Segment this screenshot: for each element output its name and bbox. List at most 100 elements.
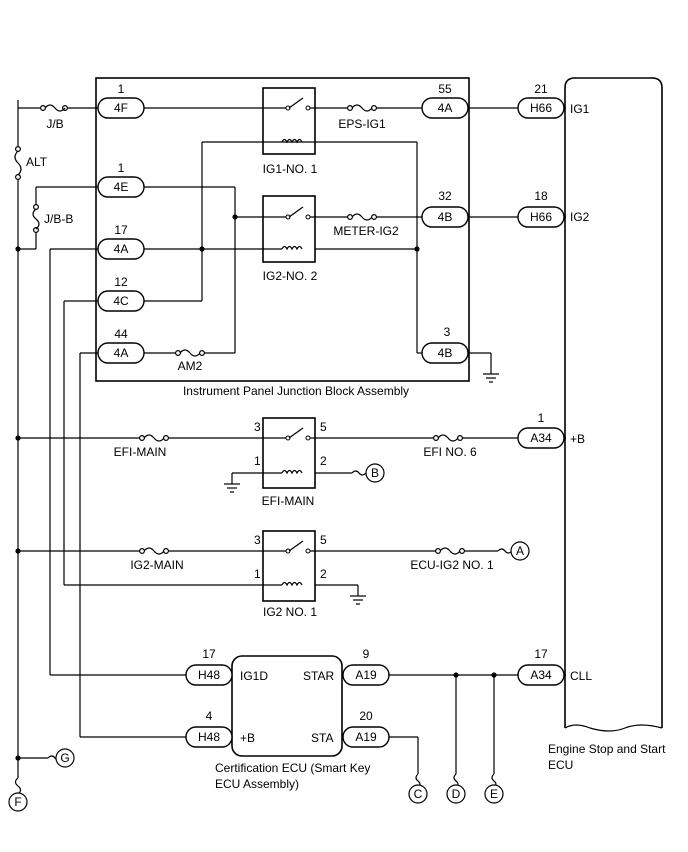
ground-efi [224, 483, 240, 493]
relay-ig1-no1: IG1-NO. 1 [262, 87, 318, 176]
connector-4a-44: 4A 44 [97, 327, 145, 364]
relay-ig2-no2: IG2-NO. 2 [262, 195, 318, 283]
cert-plus-b-label: +B [240, 731, 255, 745]
connector-name: H48 [198, 668, 220, 682]
relay-ig1-label: IG1-NO. 1 [263, 162, 318, 176]
connector-name: 4C [113, 294, 129, 308]
connector-name: H66 [530, 210, 552, 224]
fuse-am2-label: AM2 [178, 359, 203, 373]
relay-ig2-no1-label: IG2 NO. 1 [263, 605, 317, 619]
fuse-ecu-ig2-label: ECU-IG2 NO. 1 [410, 558, 494, 572]
cert-sta-label: STA [311, 731, 333, 745]
junction-block: Instrument Panel Junction Block Assembly [95, 77, 470, 398]
connector-pin: 3 [444, 325, 451, 339]
svg-text:D: D [452, 787, 461, 801]
connector-name: H66 [530, 101, 552, 115]
reference-markers: B A G F C D E [8, 463, 530, 812]
ground-symbols [224, 373, 499, 605]
svg-text:A: A [516, 544, 524, 558]
connector-pin: 4 [206, 709, 213, 723]
ecu-plus-b-pin-label: +B [570, 432, 585, 446]
connector-pin: 17 [534, 647, 548, 661]
cert-ig1d-label: IG1D [240, 669, 268, 683]
connector-pin: 12 [114, 275, 128, 289]
connector-4e-1: 4E 1 [97, 161, 145, 198]
connector-name: A19 [355, 668, 377, 682]
efi-pin-3: 3 [254, 420, 261, 434]
connector-pin: 1 [118, 82, 125, 96]
fuse-eps-ig1: EPS-IG1 [338, 104, 386, 131]
ecu-cll-pin-label: CLL [570, 669, 592, 683]
junction-block-title: Instrument Panel Junction Block Assembly [183, 384, 409, 398]
fuse-jbb-label: J/B-B [44, 212, 73, 226]
svg-text:G: G [60, 751, 69, 765]
connector-name: 4B [438, 346, 453, 360]
relays: IG1-NO. 1 IG2-NO. 2 3 5 1 2 EFI-MAIN [254, 87, 327, 619]
reference-a: A [510, 541, 530, 561]
connector-a34-1: A34 1 [517, 411, 565, 449]
svg-text:C: C [414, 787, 423, 801]
efi-pin-1: 1 [254, 454, 261, 468]
connector-name: A34 [530, 431, 552, 445]
ecu-ig1-pin-label: IG1 [570, 102, 590, 116]
connector-name: 4A [114, 242, 129, 256]
engine-stop-start-ecu: Engine Stop and Start ECU IG1 IG2 +B CLL [548, 77, 666, 772]
fuse-efi-no6-label: EFI NO. 6 [423, 445, 477, 459]
connector-h66-18: H66 18 [517, 189, 565, 228]
fuse-ig2-main-label: IG2-MAIN [130, 558, 183, 572]
fuse-efi-main: EFI-MAIN [114, 434, 170, 459]
fuse-alt: ALT [13, 146, 48, 181]
relay-efi-main: 3 5 1 2 EFI-MAIN [254, 417, 327, 508]
relay-ig2-no1: 3 5 1 2 IG2 NO. 1 [254, 530, 327, 619]
fuse-eps-label: EPS-IG1 [338, 117, 386, 131]
fuse-am2: AM2 [175, 349, 206, 373]
relay-ig2-label: IG2-NO. 2 [263, 269, 318, 283]
ecu-ig2-pin-label: IG2 [570, 210, 590, 224]
connector-pin: 20 [359, 709, 373, 723]
fuse-alt-label: ALT [26, 155, 48, 169]
ig2-pin-5: 5 [320, 533, 327, 547]
reference-d: D [446, 784, 466, 804]
connector-pin: 1 [538, 411, 545, 425]
connector-pin: 44 [114, 327, 128, 341]
reference-g: G [55, 748, 75, 768]
wires [14, 100, 566, 795]
fuse-jb-label: J/B [46, 117, 63, 131]
ig2-pin-2: 2 [320, 567, 327, 581]
connector-a19-20: A19 20 [342, 709, 390, 748]
connector-pin: 55 [438, 82, 452, 96]
connectors: 4F 1 4E 1 4A 17 4C 12 4A 44 4A 55 [97, 82, 565, 748]
connector-h48-17: H48 17 [185, 647, 233, 686]
cert-ecu-label-2: ECU Assembly) [215, 777, 299, 791]
connector-name: A34 [530, 668, 552, 682]
connector-4a-17: 4A 17 [97, 223, 145, 260]
connector-4c-12: 4C 12 [97, 275, 145, 312]
connector-name: 4A [438, 101, 453, 115]
ig2-pin-3: 3 [254, 533, 261, 547]
fuse-efi-main-label: EFI-MAIN [114, 445, 167, 459]
fuse-ecu-ig2: ECU-IG2 NO. 1 [410, 547, 494, 572]
fuses: J/B ALT J/B-B EPS-IG1 MET [13, 104, 494, 572]
engine-ecu-label-1: Engine Stop and Start [548, 742, 666, 756]
fuse-jb: J/B [39, 104, 68, 131]
relay-efi-label: EFI-MAIN [262, 494, 315, 508]
connector-pin: 21 [534, 82, 548, 96]
connector-4b-32: 4B 32 [421, 189, 469, 228]
connector-pin: 17 [114, 223, 128, 237]
engine-ecu-label-2: ECU [548, 758, 573, 772]
efi-pin-5: 5 [320, 420, 327, 434]
ground-ig2 [350, 595, 366, 605]
connector-name: 4E [114, 180, 129, 194]
reference-e: E [484, 784, 504, 804]
connector-a19-9: A19 9 [342, 647, 390, 686]
connector-4a-55: 4A 55 [421, 82, 469, 119]
connector-4f-1: 4F 1 [97, 82, 145, 119]
connector-pin: 18 [534, 189, 548, 203]
connector-name: 4A [114, 346, 129, 360]
fuse-ig2-main: IG2-MAIN [130, 547, 184, 572]
connector-pin: 32 [438, 189, 452, 203]
fuse-meter-label: METER-IG2 [333, 224, 399, 238]
connector-4b-3: 4B 3 [421, 325, 469, 364]
reference-f: F [8, 792, 28, 812]
